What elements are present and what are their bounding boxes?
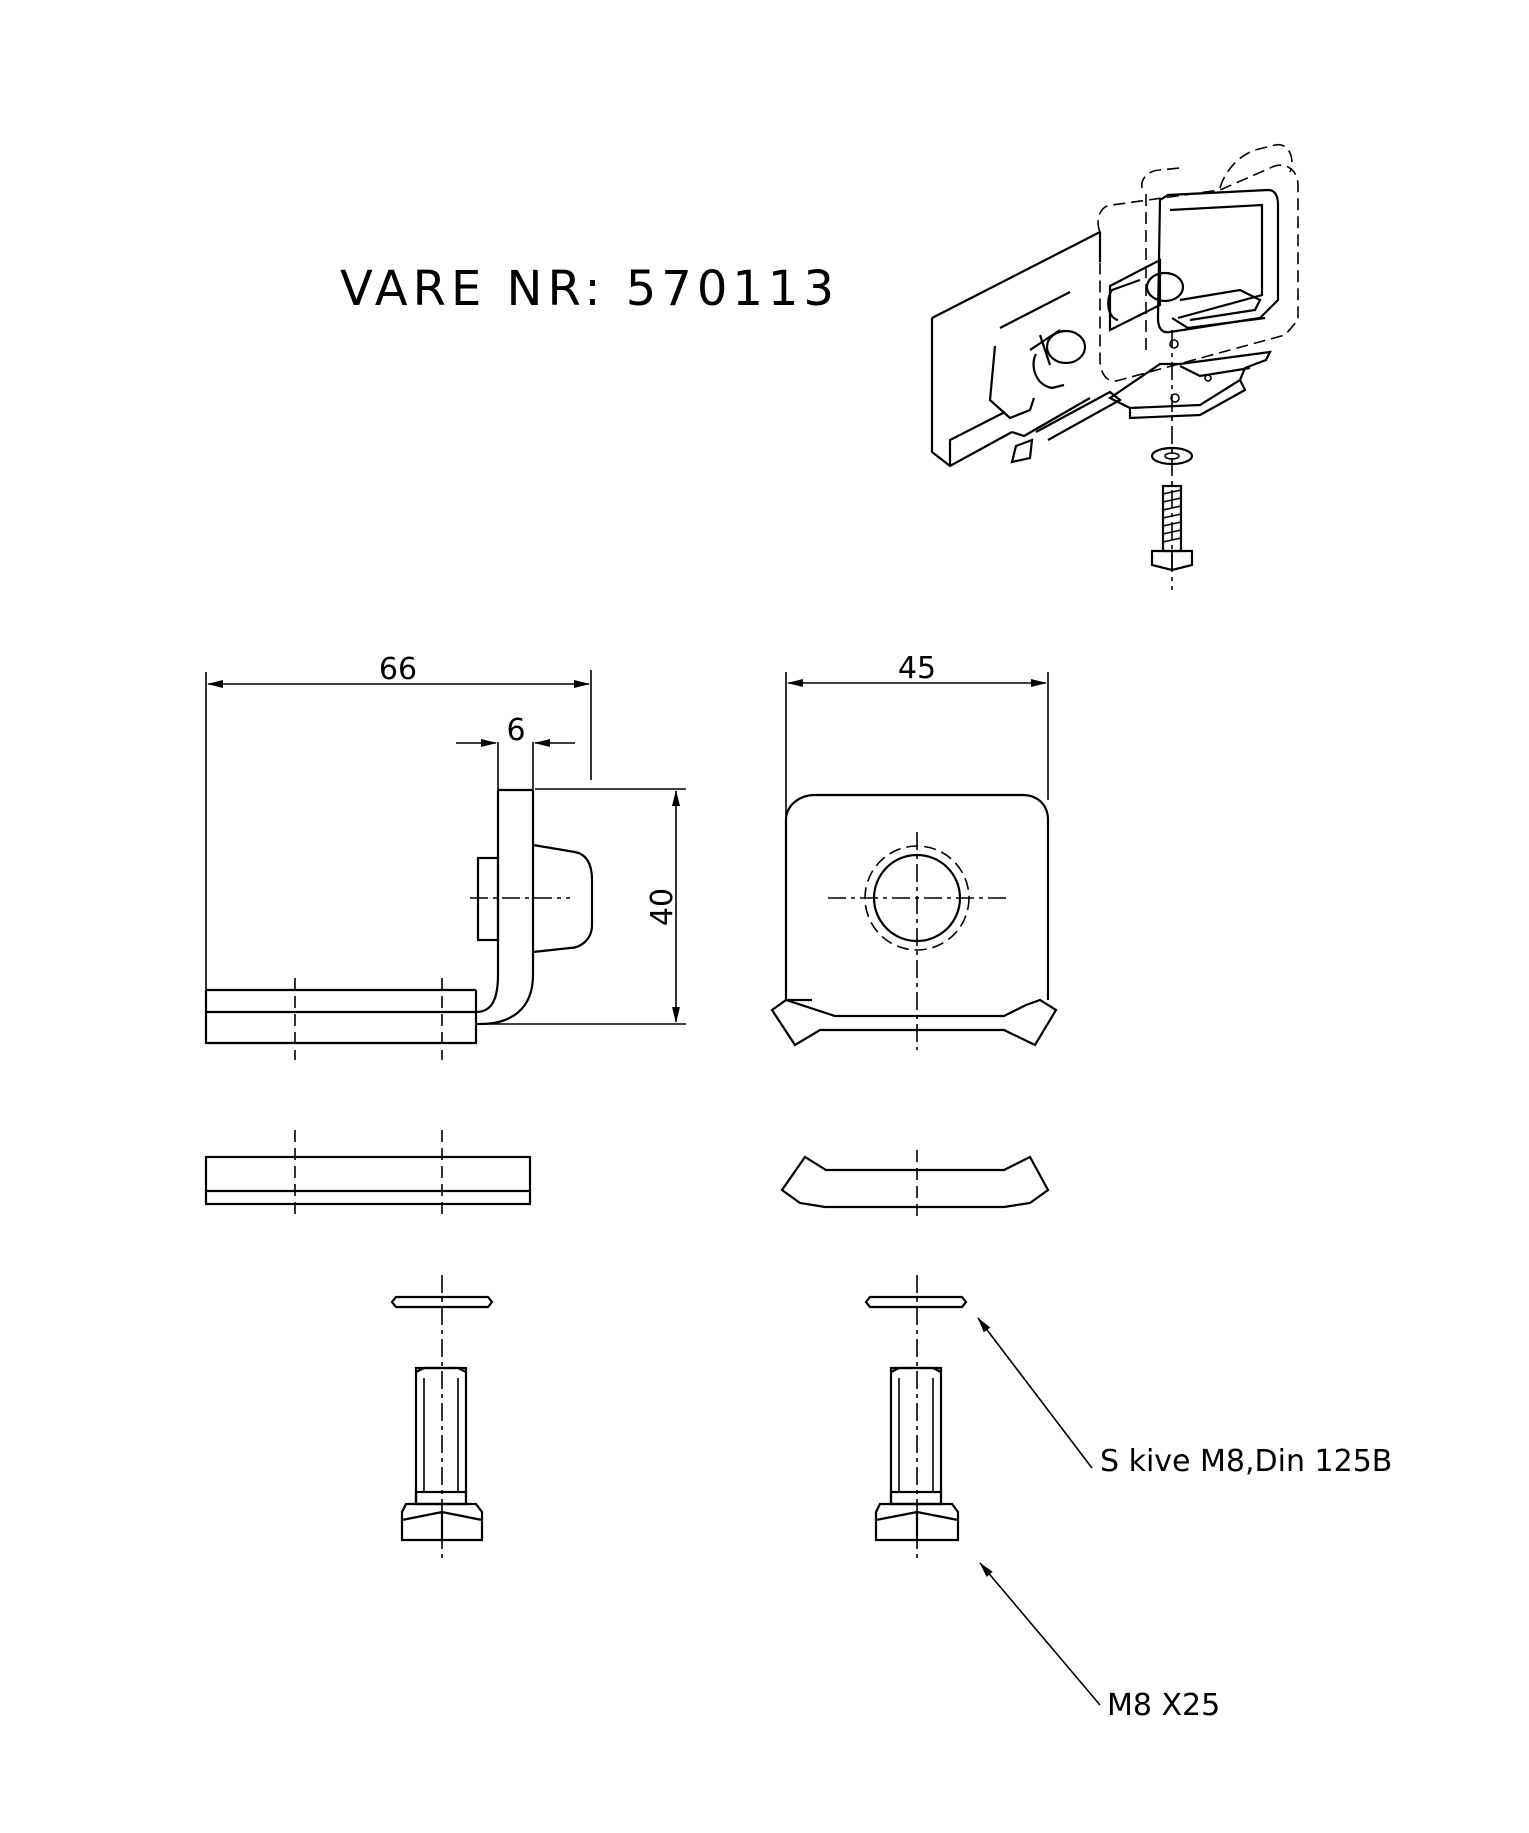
callout-washer: S kive M8,Din 125B xyxy=(977,1317,1392,1479)
front-view: 45 xyxy=(770,651,1058,1050)
article-number-title: VARE NR: 570113 xyxy=(340,261,839,317)
washer-bolt-right xyxy=(864,1275,968,1560)
callout-bolt: M8 X25 xyxy=(979,1562,1220,1723)
dim-total-width: 66 xyxy=(379,652,417,687)
side-view: 66 6 40 xyxy=(204,652,686,1060)
dim-height: 40 xyxy=(645,888,680,926)
callout-washer-label: S kive M8,Din 125B xyxy=(1100,1444,1392,1479)
callout-bolt-label: M8 X25 xyxy=(1107,1688,1220,1723)
clamp-plate-side xyxy=(204,1130,532,1215)
dim-flange-thickness: 6 xyxy=(506,713,525,748)
dim-front-width: 45 xyxy=(898,651,936,686)
isometric-assembly-view xyxy=(930,144,1299,590)
washer-bolt-left xyxy=(390,1275,494,1560)
clamp-plate-front xyxy=(780,1150,1050,1220)
